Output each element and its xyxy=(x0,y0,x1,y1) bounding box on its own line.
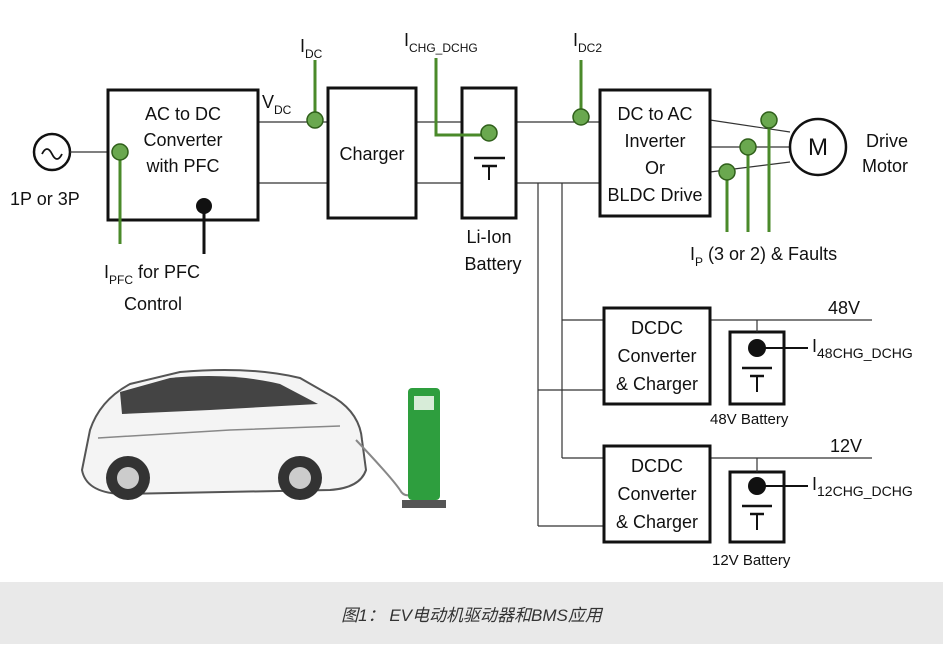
sensor-ichg xyxy=(434,58,498,142)
battery-label-1: Li-Ion xyxy=(466,227,511,247)
figure-caption: 图1： EV电动机驱动器和BMS应用 xyxy=(341,605,602,625)
charging-station-icon xyxy=(402,388,446,508)
pfc-converter-block xyxy=(106,88,260,222)
label-i12: I12CHG_DCHG xyxy=(812,474,913,499)
rail-12v-label: 12V xyxy=(830,436,862,456)
sensor-i48 xyxy=(748,339,808,357)
electric-car-illustration xyxy=(80,369,415,500)
charger-label: Charger xyxy=(339,144,404,164)
battery-12v-symbol xyxy=(742,504,772,530)
pfc-line-1: AC to DC xyxy=(145,104,221,124)
sensor-pfc-control xyxy=(196,198,212,254)
label-ip-faults: IP (3 or 2) & Faults xyxy=(690,244,837,269)
sensor-ipfc xyxy=(111,143,129,244)
battery-12v-label: 12V Battery xyxy=(712,552,791,569)
label-idc: IDC xyxy=(300,36,323,61)
inverter-line-3: Or xyxy=(645,158,665,178)
pfc-line-3: with PFC xyxy=(145,156,219,176)
sensor-ip xyxy=(718,111,778,232)
dcdc48-line-1: DCDC xyxy=(631,318,683,338)
battery-symbol xyxy=(474,156,505,180)
inverter-block xyxy=(598,88,712,218)
motor-label-2: Motor xyxy=(862,156,908,176)
charger-block xyxy=(326,86,418,220)
label-ipfc: IPFC for PFC xyxy=(104,262,200,287)
dcdc12-line-2: Converter xyxy=(617,484,696,504)
pfc-line-2: Converter xyxy=(143,130,222,150)
label-idc2: IDC2 xyxy=(573,30,602,55)
li-ion-battery-block xyxy=(460,86,518,220)
motor-icon xyxy=(788,117,848,177)
wires xyxy=(70,119,872,527)
label-ichg: ICHG_DCHG xyxy=(404,30,478,55)
battery-48v-symbol xyxy=(742,366,772,392)
ac-source xyxy=(32,132,72,172)
dcdc12-line-1: DCDC xyxy=(631,456,683,476)
label-pfc-control: Control xyxy=(124,294,182,314)
dcdc12-line-3: & Charger xyxy=(616,512,698,532)
inverter-line-4: BLDC Drive xyxy=(607,185,702,205)
source-label: 1P or 3P xyxy=(10,189,80,209)
battery-label-2: Battery xyxy=(464,254,521,274)
ev-bms-block-diagram: 1P or 3P AC to DC Converter with PFC Cha… xyxy=(10,30,913,569)
label-i48: I48CHG_DCHG xyxy=(812,336,913,361)
sensor-idc xyxy=(306,60,324,129)
sensor-idc2 xyxy=(572,60,590,126)
dcdc48-line-2: Converter xyxy=(617,346,696,366)
dcdc-48v-block xyxy=(602,306,712,406)
dcdc48-line-3: & Charger xyxy=(616,374,698,394)
sensor-i12 xyxy=(748,477,808,495)
inverter-line-2: Inverter xyxy=(624,131,685,151)
label-vdc: VDC xyxy=(262,92,292,117)
rail-48v-label: 48V xyxy=(828,298,860,318)
motor-label-1: Drive xyxy=(866,131,908,151)
caption-bar: 图1： EV电动机驱动器和BMS应用 xyxy=(0,582,943,644)
motor-symbol: M xyxy=(808,134,828,161)
battery-48v-label: 48V Battery xyxy=(710,411,789,428)
inverter-line-1: DC to AC xyxy=(617,104,692,124)
dcdc-12v-block xyxy=(602,444,712,544)
